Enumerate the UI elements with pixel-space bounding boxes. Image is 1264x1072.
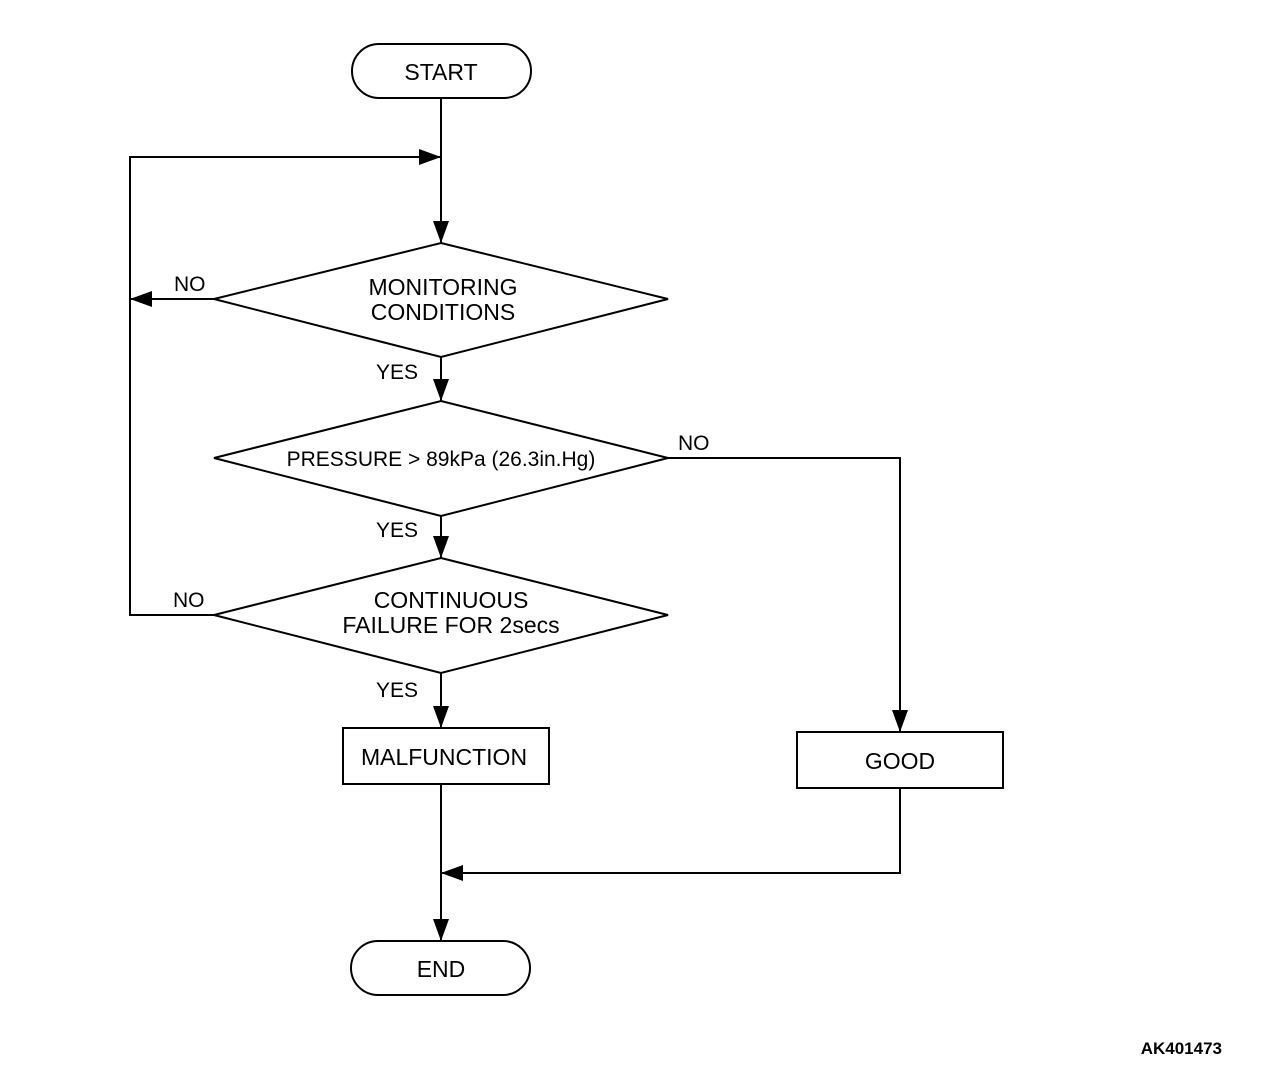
monitoring-yes-label: YES bbox=[376, 361, 418, 384]
arrowhead-good-into-end-line bbox=[441, 865, 463, 881]
malfunction-box bbox=[342, 727, 550, 785]
monitoring-no-label: NO bbox=[174, 273, 206, 296]
start-node: START bbox=[351, 43, 532, 99]
good-label: GOOD bbox=[865, 748, 935, 774]
good-box bbox=[796, 731, 1004, 789]
end-label: END bbox=[417, 956, 466, 982]
continuous-label-line-1: CONTINUOUS bbox=[374, 587, 529, 613]
monitoring-conditions-decision: MONITORING CONDITIONS bbox=[213, 241, 669, 359]
malfunction-label: MALFUNCTION bbox=[361, 744, 527, 770]
branch-labels: NO YES NO YES NO YES bbox=[173, 273, 710, 702]
connectors bbox=[129, 98, 901, 941]
pressure-yes-label: YES bbox=[376, 519, 418, 542]
end-node: END bbox=[350, 940, 531, 996]
pressure-no-label: NO bbox=[678, 432, 710, 455]
monitoring-label-line-1: MONITORING bbox=[368, 274, 517, 300]
arrowhead-into-pressure bbox=[433, 379, 449, 401]
arrowhead-into-good bbox=[892, 710, 908, 732]
arrowhead-into-monitoring bbox=[433, 221, 449, 243]
connector-loop-back bbox=[129, 156, 441, 616]
continuous-label-line-2: FAILURE FOR 2secs bbox=[342, 612, 559, 638]
continuous-diamond bbox=[213, 556, 669, 675]
arrowhead-into-end bbox=[433, 919, 449, 941]
continuous-yes-label: YES bbox=[376, 679, 418, 702]
arrowheads bbox=[130, 149, 908, 941]
pressure-label: PRESSURE > 89kPa (26.3in.Hg) bbox=[287, 448, 596, 471]
monitoring-label-line-2: CONDITIONS bbox=[371, 299, 515, 325]
end-terminal-shape bbox=[350, 940, 531, 996]
arrowhead-monitoring-no bbox=[130, 291, 152, 307]
start-label: START bbox=[404, 59, 477, 85]
connector-good-to-end bbox=[441, 788, 901, 874]
pressure-diamond bbox=[213, 399, 669, 518]
figure-reference-code: AK401473 bbox=[1141, 1039, 1222, 1058]
connector-pressure-no-to-good bbox=[668, 457, 901, 732]
arrowhead-into-continuous bbox=[433, 536, 449, 558]
pressure-decision: PRESSURE > 89kPa (26.3in.Hg) bbox=[213, 399, 669, 518]
start-terminal-shape bbox=[351, 43, 532, 99]
good-node: GOOD bbox=[796, 731, 1004, 789]
continuous-no-label: NO bbox=[173, 589, 205, 612]
malfunction-node: MALFUNCTION bbox=[342, 727, 550, 785]
monitoring-diamond bbox=[213, 241, 669, 359]
continuous-failure-decision: CONTINUOUS FAILURE FOR 2secs bbox=[213, 556, 669, 675]
arrowhead-loop-into-main bbox=[419, 149, 441, 165]
arrowhead-into-malfunction bbox=[433, 706, 449, 728]
